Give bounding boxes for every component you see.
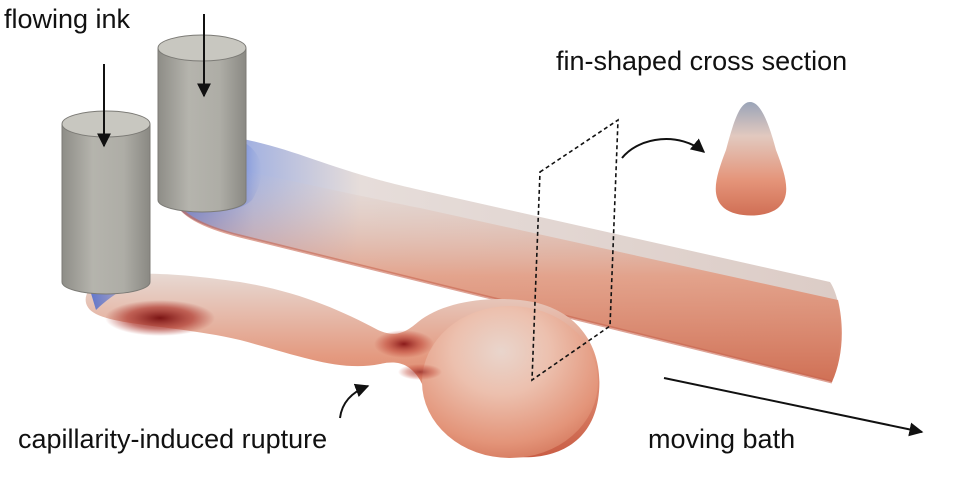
label-moving-bath: moving bath [648,424,796,454]
label-capillarity-rupture: capillarity-induced rupture [18,424,328,454]
lower-filament [85,273,600,458]
fin-cross-section-shape [715,102,787,216]
nozzle-back [157,34,247,213]
label-flowing-ink: flowing ink [4,4,131,34]
curved-arrow-icon [621,138,706,159]
nozzle-front [61,110,151,295]
label-fin-shaped-cross-section: fin-shaped cross section [556,46,848,76]
arrow-right-icon [663,377,924,437]
cross-section-plane [531,118,619,382]
curved-arrow-icon [339,383,370,419]
